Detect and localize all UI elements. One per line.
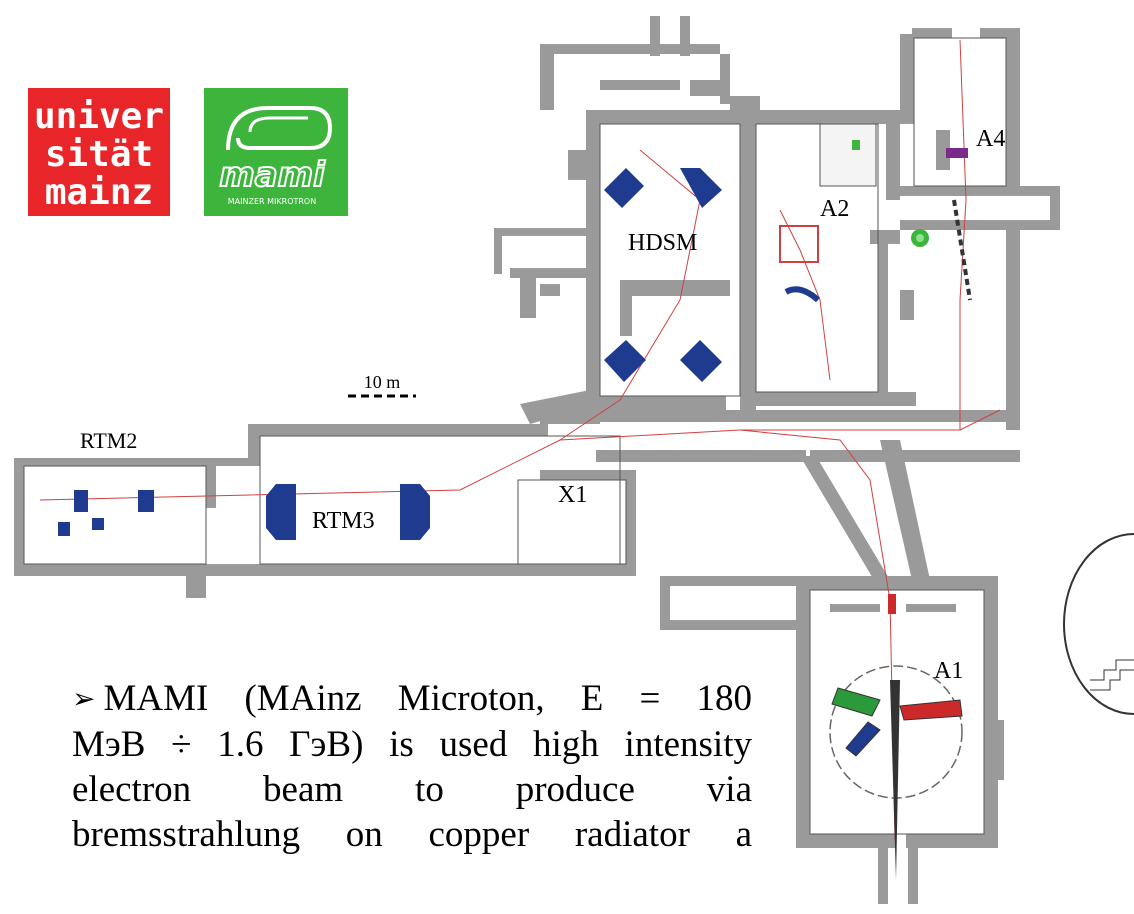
- description-line-1: ➢MAMI (MAinz Microton, E = 180: [72, 678, 752, 719]
- description-text: ➢MAMI (MAinz Microton, E = 180 МэВ ÷ 1.6…: [72, 676, 752, 857]
- uni-logo-line-2: sität: [45, 134, 153, 175]
- label-rtm2: RTM2: [80, 428, 137, 453]
- label-a1: A1: [934, 658, 963, 684]
- description-line-4: bremsstrahlung on copper radiator a: [72, 814, 752, 855]
- scale-bar-label: 10 m: [364, 372, 401, 392]
- mami-subtitle: MAINZER MIKROTRON: [228, 197, 316, 206]
- university-mainz-logo: univer sität mainz: [28, 88, 170, 216]
- uni-logo-line-3: mainz: [45, 172, 153, 213]
- label-a2: A2: [820, 196, 849, 222]
- scale-bar: 10 m: [348, 372, 416, 398]
- description-line-3: electron beam to produce via: [72, 769, 752, 810]
- detectors: [779, 140, 972, 880]
- label-hdsm: HDSM: [628, 230, 697, 256]
- label-a4: A4: [976, 126, 1005, 152]
- uni-logo-line-1: univer: [34, 96, 164, 137]
- bullet-arrow-icon: ➢: [72, 684, 96, 715]
- building-walls: [14, 16, 1060, 904]
- label-x1: X1: [558, 482, 587, 508]
- mami-wordmark: mami: [219, 155, 326, 195]
- mami-logo-mark: [226, 106, 333, 151]
- room-outlines: [23, 37, 1134, 835]
- mami-logo: mami MAINZER MIKROTRON: [204, 88, 348, 216]
- magnets: [58, 148, 968, 540]
- description-line-2: МэВ ÷ 1.6 ГэВ) is used high intensity: [72, 724, 752, 765]
- label-rtm3: RTM3: [312, 508, 375, 534]
